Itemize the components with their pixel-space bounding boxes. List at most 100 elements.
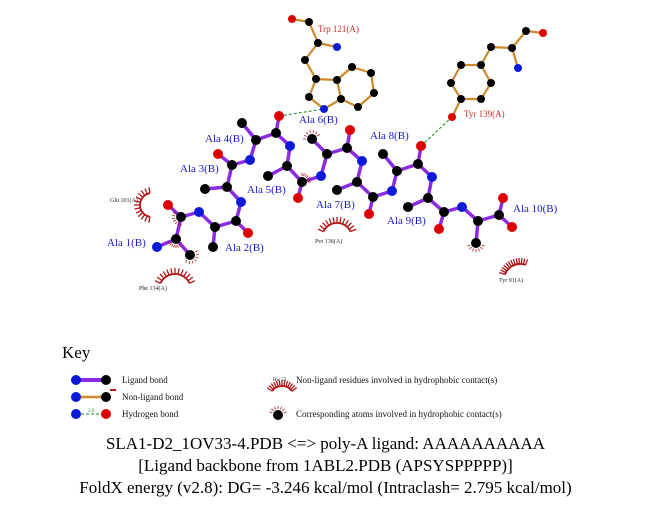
hydrophobic-arc-tyr-91-spoke xyxy=(507,261,512,267)
oxygen-atom xyxy=(448,113,456,121)
contact-spikes xyxy=(303,173,305,177)
carbon-atom xyxy=(403,202,413,212)
carbon-atom xyxy=(342,143,352,153)
hydrophobic-arc-glu-101-spoke xyxy=(137,192,144,198)
contact-spikes xyxy=(312,130,314,134)
oxygen-atom xyxy=(243,228,253,238)
carbon-atom xyxy=(312,75,320,83)
hydrophobic-arc-phe-134-spoke xyxy=(189,280,196,284)
carbon-atom xyxy=(457,61,465,69)
carbon-atom xyxy=(322,149,332,159)
carbon-atom xyxy=(348,63,356,71)
hydrophobic-arc-tyr-91-spoke xyxy=(503,264,509,270)
nitrogen-atom xyxy=(285,141,295,151)
hydrophobic-arc-tyr-91-spoke xyxy=(524,259,529,266)
hydrophobic-arc-glu-101-spoke xyxy=(144,215,148,222)
contact-spikes xyxy=(304,174,307,178)
contact-spikes xyxy=(174,221,178,225)
contact-spikes xyxy=(173,244,175,248)
hydrophobic-arc-tyr-91-spoke xyxy=(500,269,507,274)
key-hydrophobic-arc-spoke xyxy=(278,380,281,387)
key-hydrophobic-residues: Non-ligand residues involved in hydropho… xyxy=(296,375,498,385)
contact-spikes xyxy=(177,244,179,248)
nitrogen-atom xyxy=(236,197,246,207)
carbon-atom xyxy=(297,177,307,187)
label-glu-101: Glu 101(A) xyxy=(110,198,138,204)
contact-spikes xyxy=(172,215,176,217)
contact-spikes xyxy=(173,219,177,222)
oxygen-atom xyxy=(213,149,223,159)
carbon-atom xyxy=(176,212,186,222)
nitrogen-atom xyxy=(357,156,367,166)
hydrophobic-arc-glu-101-spoke xyxy=(134,207,141,210)
label-phe-134: Phe 134(A) xyxy=(139,286,167,292)
key-hydrophobic-arc-spoke xyxy=(291,387,298,392)
key-contact-spikes xyxy=(271,408,274,412)
carbon-atom xyxy=(352,177,362,187)
hydrophobic-arc-tyr-91 xyxy=(504,263,526,275)
oxygen-atom xyxy=(434,224,444,234)
hydrophobic-arc-tyr-91-spoke xyxy=(512,258,516,265)
contact-spikes xyxy=(478,248,480,252)
label-ala-7: Ala 7(B) xyxy=(316,199,355,211)
hydrophobic-arc-pro-136 xyxy=(322,222,352,233)
key-hydrogen-bond: Hydrogen bond xyxy=(122,409,179,419)
key-hydrophobic-arc xyxy=(271,385,293,392)
caption-line-3: FoldX energy (v2.8): DG= -3.246 kcal/mol… xyxy=(79,478,572,497)
oxygen-atom xyxy=(364,209,374,219)
hydrophobic-arc-tyr-91-spoke xyxy=(499,271,506,276)
nitrogen-atom xyxy=(320,105,328,113)
carbon-atom xyxy=(314,39,322,47)
hydrophobic-arc-glu-101-spoke xyxy=(134,200,141,203)
contact-spikes xyxy=(469,246,472,250)
nitrogen-atom xyxy=(387,186,397,196)
carbon-atom xyxy=(263,171,273,181)
key-carbon-atom xyxy=(101,392,111,402)
contact-spikes xyxy=(185,259,188,263)
carbon-atom xyxy=(305,18,313,26)
hydrophobic-arc-tyr-91-spoke xyxy=(515,258,518,265)
key-hydrophobic-arc-spoke xyxy=(285,380,289,387)
carbon-atom xyxy=(282,161,292,171)
label-ala-5: Ala 5(B) xyxy=(247,184,286,196)
key-example-residue: His 53 xyxy=(273,378,287,383)
key-contact-spikes xyxy=(282,408,285,412)
contact-spikes xyxy=(305,131,309,135)
carbon-atom xyxy=(370,89,378,97)
contact-spikes xyxy=(168,241,172,244)
oxygen-atom xyxy=(293,193,303,203)
key-contact-spikes xyxy=(280,406,282,410)
key-hydrophobic-arc-spoke xyxy=(290,384,296,391)
contact-spikes xyxy=(307,179,311,181)
nitrogen-atom xyxy=(194,207,204,217)
contact-spikes xyxy=(178,243,181,247)
carbon-atom xyxy=(447,79,455,87)
contact-spikes xyxy=(305,175,309,179)
label-ala-10: Ala 10(B) xyxy=(513,203,558,215)
contact-spikes xyxy=(303,134,307,137)
carbon-atom xyxy=(333,76,341,84)
key-oxygen-atom xyxy=(101,409,111,419)
hydrogen-bond xyxy=(278,108,325,117)
hydrogen-bond xyxy=(420,116,453,147)
oxygen-atom xyxy=(498,193,508,203)
key-hydrophobic-arc-spoke xyxy=(273,381,278,388)
key-non-ligand-bond: Non-ligand bond xyxy=(122,392,184,402)
nitrogen-atom xyxy=(152,242,162,252)
contact-spikes xyxy=(171,243,174,247)
hydrophobic-arc-pro-136-spoke xyxy=(339,217,342,224)
carbon-atom xyxy=(185,250,195,260)
hydrophobic-arc-glu-101-spoke xyxy=(140,190,146,196)
oxygen-atom xyxy=(539,29,547,37)
hydrophobic-arc-phe-134-spoke xyxy=(156,276,163,282)
carbon-atom xyxy=(307,134,317,144)
caption-line-1: SLA1-D2_1OV33-4.PDB <=> poly-A ligand: A… xyxy=(105,434,546,453)
oxygen-atom xyxy=(163,200,173,210)
hydrophobic-arc-glu-101-spoke xyxy=(135,209,142,214)
carbon-atom xyxy=(208,242,218,252)
key-title: Key xyxy=(62,343,91,362)
carbon-atom xyxy=(392,166,402,176)
contact-spikes xyxy=(172,217,176,219)
oxygen-atom xyxy=(507,222,517,232)
key-hydrophobic-arc-spoke xyxy=(275,380,279,387)
